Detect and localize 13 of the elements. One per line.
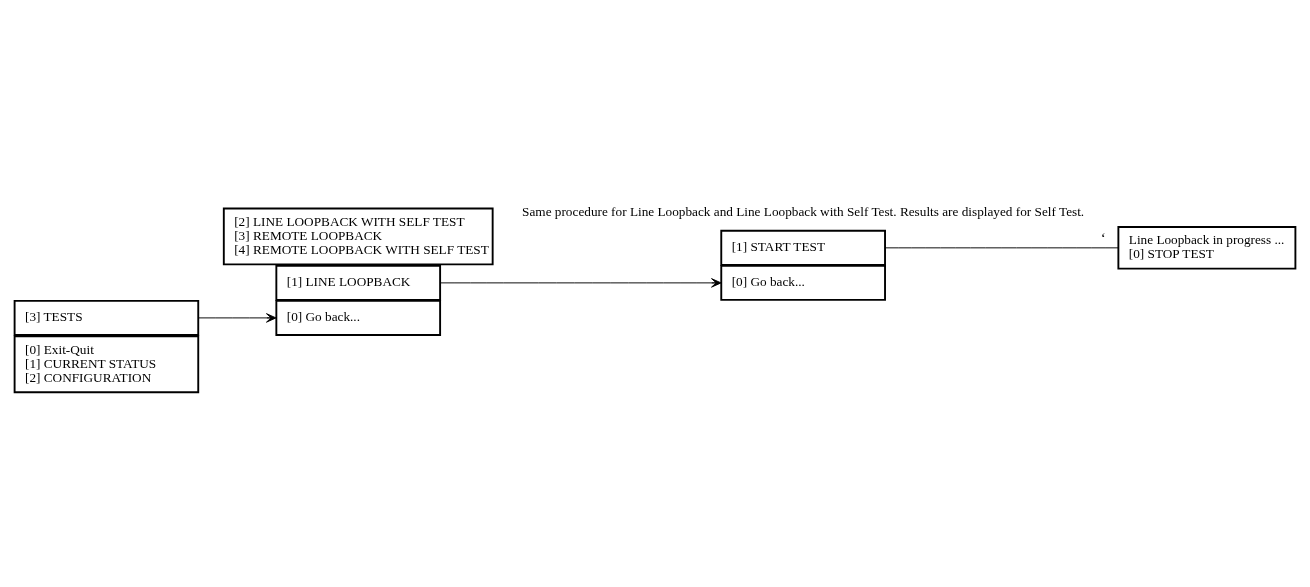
node-box: [0] Exit-Quit [1] CURRENT STATUS [2] CONFIGURATION xyxy=(13,334,200,393)
edge-label: ‘ xyxy=(1100,229,1106,246)
node-box: Line Loopback in progress ... [0] STOP TEST xyxy=(1117,225,1297,270)
node-box: [1] START TEST xyxy=(720,229,886,266)
node-box: [0] Go back... xyxy=(275,299,442,336)
node-box: [1] LINE LOOPBACK xyxy=(275,264,442,301)
node-box: [2] LINE LOOPBACK WITH SELF TEST [3] REMOTE LOOPBACK [4] REMOTE LOOPBACK WITH SELF TEST xyxy=(222,207,494,265)
label: Same procedure for Line Loopback and Line Loopback with Self Test. Results are displayed for Self Test. xyxy=(522,203,1085,219)
arrow xyxy=(439,277,722,288)
node-box: [3] TESTS xyxy=(13,299,200,336)
arrow xyxy=(197,312,277,323)
node-box: [0] Go back... xyxy=(720,264,886,301)
connector xyxy=(884,246,1119,248)
